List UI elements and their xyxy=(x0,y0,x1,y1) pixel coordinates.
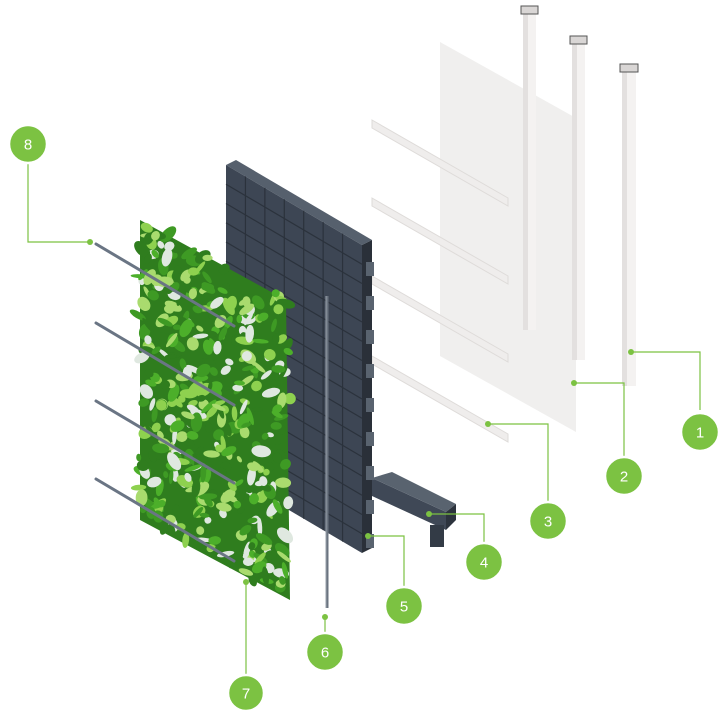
callout-number-8: 8 xyxy=(24,137,32,154)
rail-1 xyxy=(371,119,509,207)
plant-layer xyxy=(129,220,296,600)
leader-lines xyxy=(27,162,701,675)
rail-2 xyxy=(371,197,509,285)
callout-number-1: 1 xyxy=(696,425,704,442)
post-left xyxy=(520,5,539,330)
callout-badge-3: 3 xyxy=(527,500,569,542)
post-middle xyxy=(569,35,588,360)
callout-badge-4: 4 xyxy=(463,541,505,583)
leader-3 xyxy=(488,423,549,504)
front-rods xyxy=(94,242,236,563)
horizontal-rails xyxy=(371,119,509,443)
callout-number-7: 7 xyxy=(242,686,250,703)
leader-2 xyxy=(574,382,625,456)
callout-badge-8: 8 xyxy=(7,123,49,165)
callout-badge-5: 5 xyxy=(383,585,425,627)
callout-badge-1: 1 xyxy=(679,411,718,453)
callout-badge-6: 6 xyxy=(304,631,346,673)
leader-5 xyxy=(368,535,405,588)
callout-badge-2: 2 xyxy=(603,455,645,497)
backing-sheet xyxy=(440,42,576,432)
vertical-rod xyxy=(325,296,329,608)
front-rod-4 xyxy=(94,477,236,563)
leader-1 xyxy=(631,351,701,410)
front-rod-1 xyxy=(94,242,236,328)
leader-4 xyxy=(429,513,485,545)
callout-number-3: 3 xyxy=(544,514,552,531)
callout-number-4: 4 xyxy=(480,555,488,572)
post-right xyxy=(619,63,639,386)
leader-8 xyxy=(27,162,90,243)
callout-number-5: 5 xyxy=(400,599,408,616)
callout-number-2: 2 xyxy=(620,469,628,486)
vertical-posts xyxy=(520,5,639,386)
callout-number-6: 6 xyxy=(321,645,329,662)
front-rod-3 xyxy=(94,399,236,485)
gutter-trough xyxy=(372,472,456,547)
leader-dots xyxy=(87,239,634,620)
front-rod-2 xyxy=(94,321,236,407)
callout-badge-7: 7 xyxy=(226,673,266,713)
